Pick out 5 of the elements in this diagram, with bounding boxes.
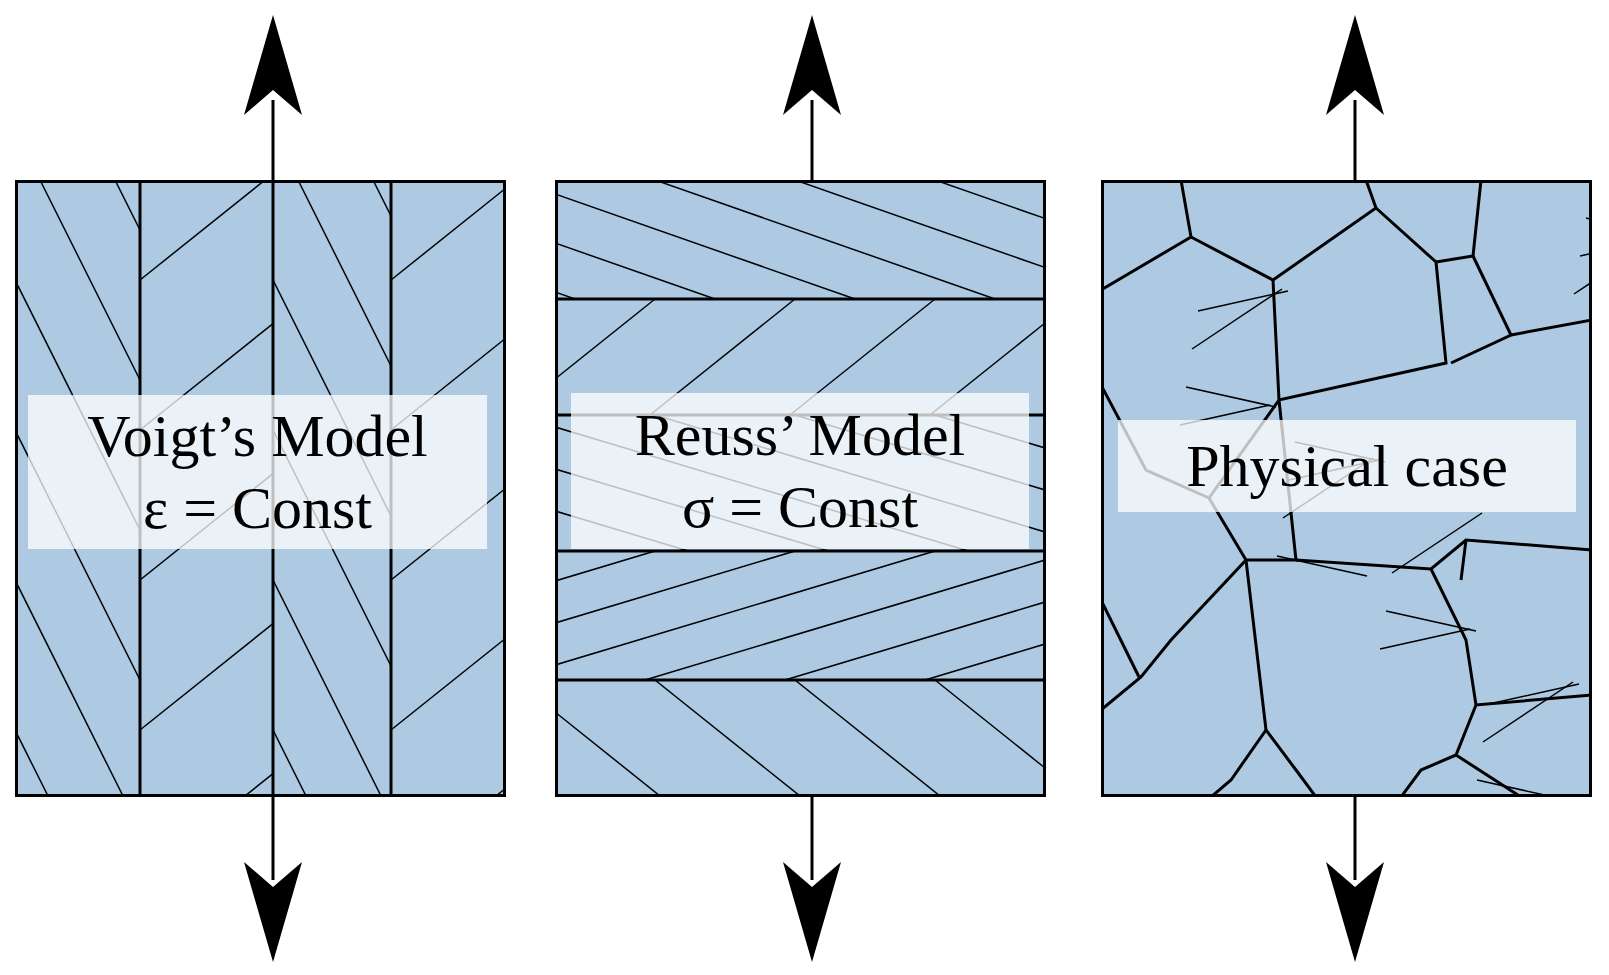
model-title: Physical case xyxy=(1186,432,1508,501)
formula: σ = Const xyxy=(681,473,919,542)
formula: ε = Const xyxy=(142,474,373,543)
model-title: Reuss’ Model xyxy=(634,401,966,470)
model-title: Voigt’s Model xyxy=(87,402,428,471)
